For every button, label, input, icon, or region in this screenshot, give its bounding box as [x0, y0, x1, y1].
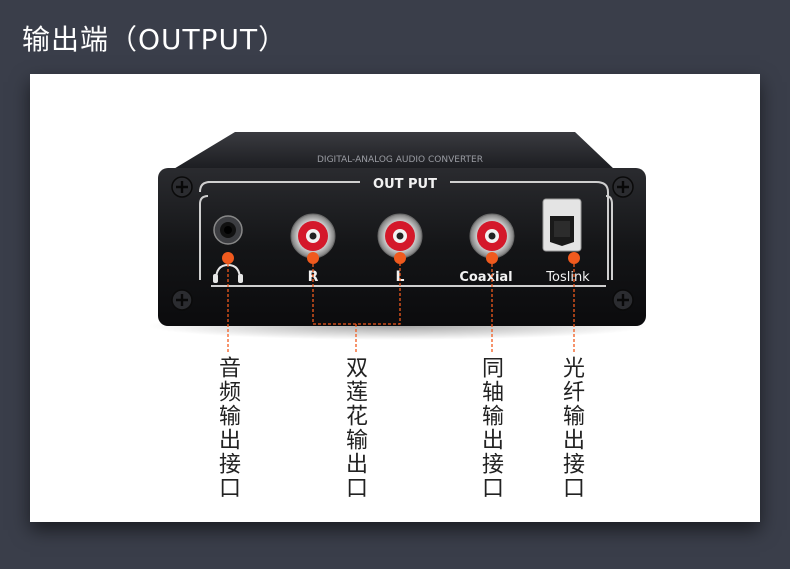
screw-icon	[612, 289, 634, 311]
screw-icon	[612, 176, 634, 198]
callout-dot-toslink	[568, 252, 580, 264]
device-illustration: DIGITAL-ANALOG AUDIO CONVERTER OUT PUT	[148, 132, 648, 352]
device-top-text: DIGITAL-ANALOG AUDIO CONVERTER	[317, 155, 483, 165]
port-label-coaxial: Coaxial	[459, 270, 512, 285]
rca-jack-right	[290, 213, 336, 259]
callout-dot-right	[307, 252, 319, 264]
callout-dot-left	[394, 252, 406, 264]
port-label-l: L	[396, 269, 405, 285]
callout-label-headphone: 音频输出接口	[215, 356, 240, 500]
product-image-panel: DIGITAL-ANALOG AUDIO CONVERTER OUT PUT	[30, 74, 760, 522]
headphone-jack	[213, 215, 243, 245]
screw-icon	[171, 176, 193, 198]
screw-icon	[171, 289, 193, 311]
output-panel-label: OUT PUT	[373, 177, 437, 192]
rca-jack-left	[377, 213, 423, 259]
device-top-surface	[172, 132, 615, 170]
callout-label-coaxial: 同轴输出接口	[478, 356, 503, 500]
page-title: 输出端（OUTPUT）	[22, 23, 288, 56]
rca-jack-coaxial	[469, 213, 515, 259]
port-label-toslink: Toslink	[545, 270, 590, 285]
callout-label-stereo-rca: 双莲花输出口	[342, 356, 367, 500]
callout-dot-coaxial	[486, 252, 498, 264]
callout-dot-headphone	[222, 252, 234, 264]
callout-line-stereo	[312, 264, 401, 325]
callout-label-optical: 光纤输出接口	[559, 356, 584, 500]
toslink-port	[542, 198, 582, 252]
